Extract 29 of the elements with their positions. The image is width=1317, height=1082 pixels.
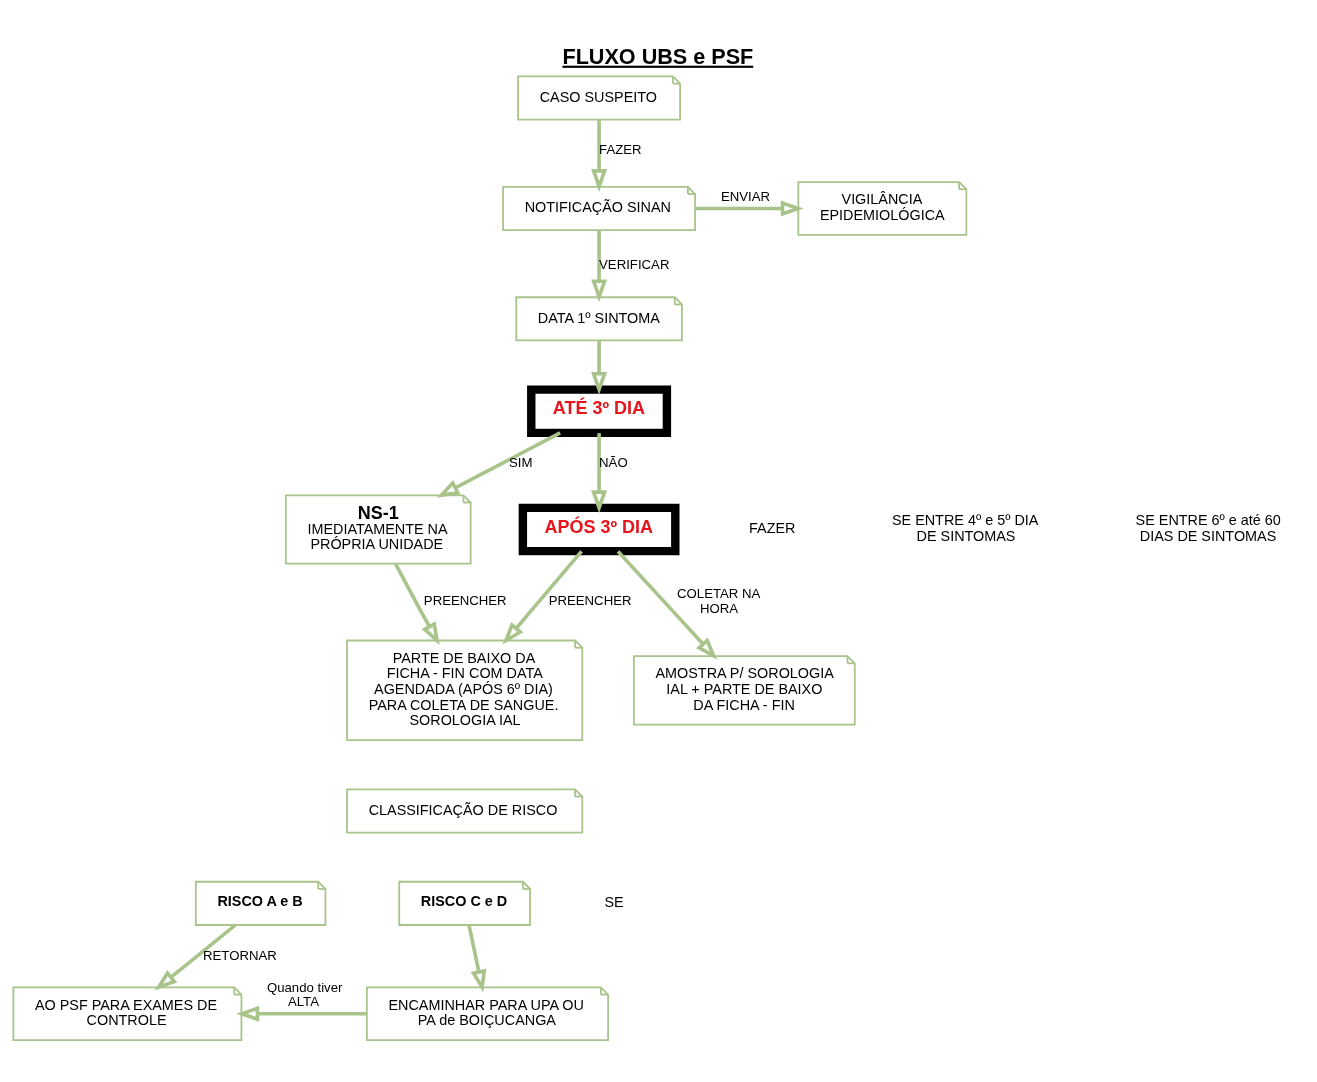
label: SE ENTRE 6º e até 60 DIAS DE SINTOMAS — [1135, 511, 1281, 544]
arrow — [591, 119, 608, 192]
edge-label: PREENCHER — [548, 592, 632, 608]
label: SE ENTRE 4º e 5º DIA DE SINTOMAS — [891, 511, 1039, 544]
edge-label: NÃO — [599, 454, 628, 470]
edge-label: COLETAR NA HORA — [677, 585, 761, 616]
edge-label: ENVIAR — [720, 188, 771, 204]
arrow — [467, 924, 487, 993]
arrow — [591, 229, 608, 302]
edge-label: SIM — [509, 454, 533, 470]
edge-label: VERIFICAR — [599, 256, 670, 272]
arrow — [616, 549, 718, 660]
arrow — [695, 199, 804, 216]
node-box: APÓS 3º DIA — [518, 503, 680, 555]
node-box: ATÉ 3º DIA — [527, 384, 672, 437]
edge-label: Quando tiver ALTA — [266, 979, 343, 1009]
edge-label: RETORNAR — [203, 947, 277, 963]
arrow — [394, 562, 440, 645]
arrow — [436, 430, 561, 498]
arrow — [236, 1005, 367, 1022]
arrow — [591, 432, 608, 513]
arrow — [591, 340, 608, 395]
arrow — [502, 549, 583, 645]
edge-label: PREENCHER — [423, 592, 507, 608]
edge-label: FAZER — [599, 141, 642, 157]
diagram-title: FLUXO UBS e PSF — [562, 43, 754, 69]
label: SE — [604, 893, 624, 910]
label: FAZER — [749, 519, 796, 536]
arrow — [154, 923, 237, 991]
